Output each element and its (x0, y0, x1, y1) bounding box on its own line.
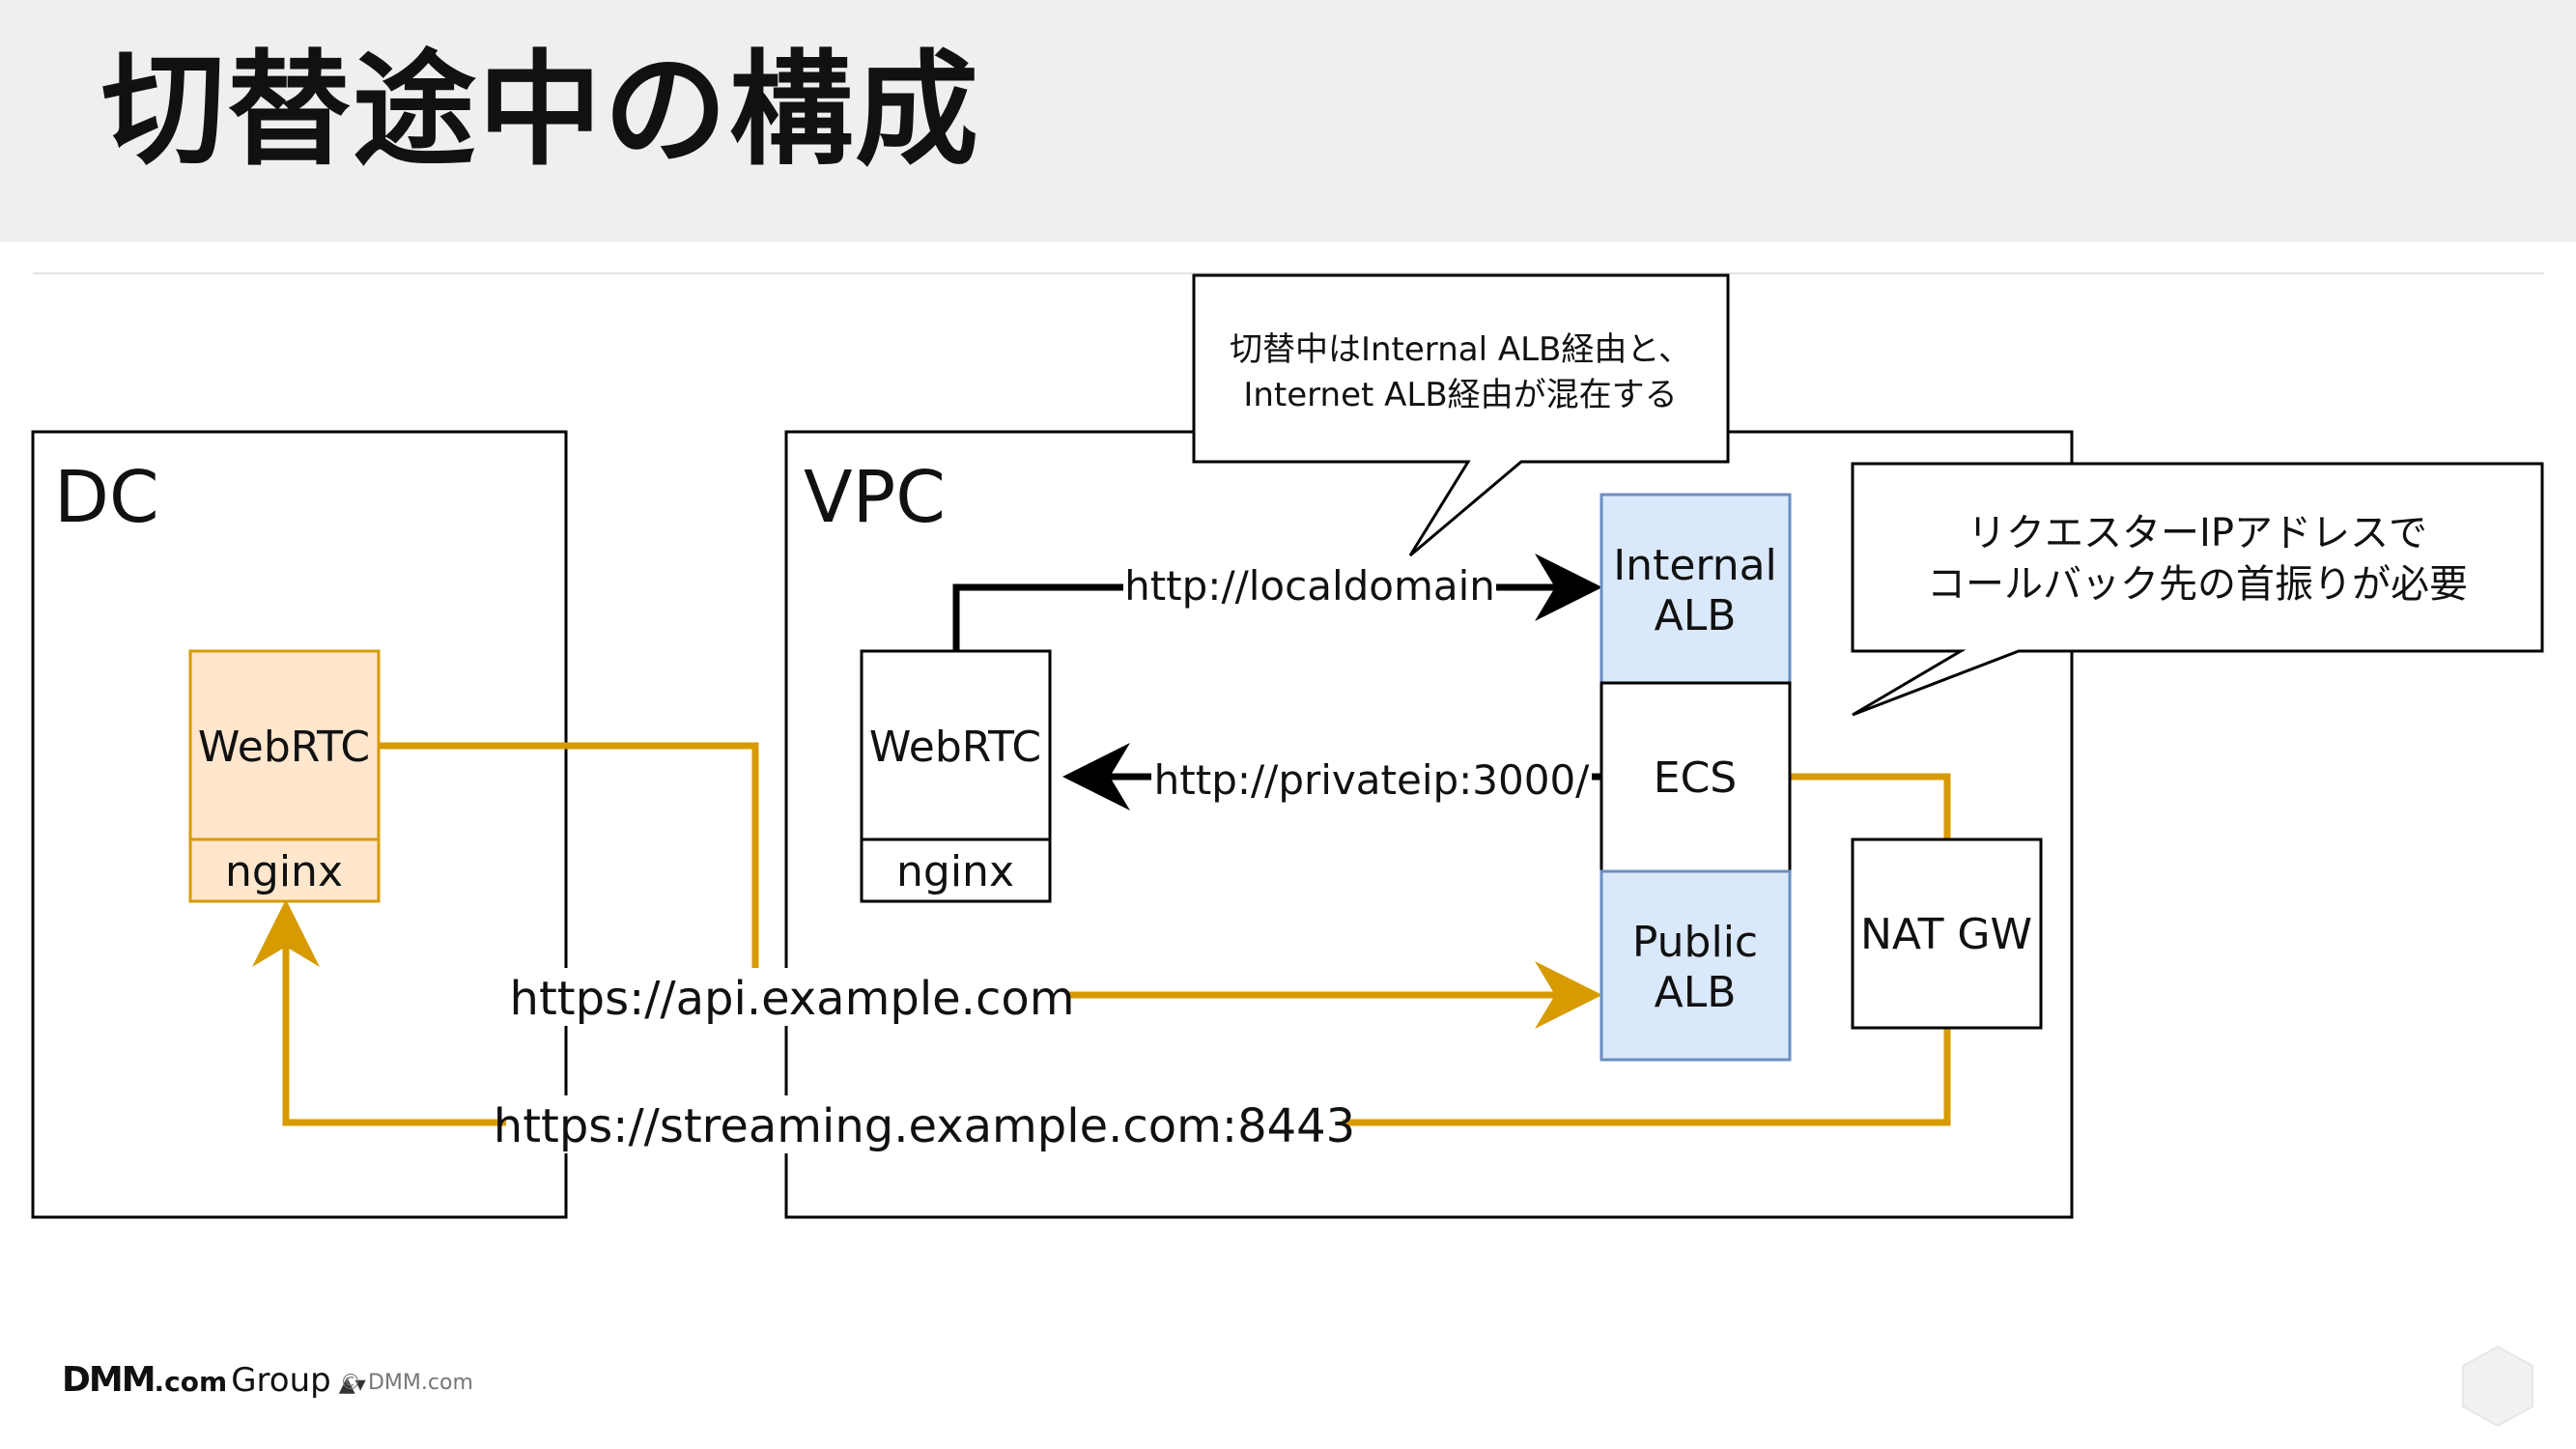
callout-callback-line1: リクエスターIPアドレスで (1967, 511, 2427, 555)
edge-api-line (379, 742, 1602, 1029)
internal-alb: Internal ALB (1599, 493, 1792, 685)
hexagon-icon (2462, 1345, 2534, 1428)
dc-webrtc-server: WebRTC nginx (188, 649, 381, 903)
nat-gateway: NAT GW (1851, 838, 2043, 1030)
callout-callback: リクエスターIPアドレスで コールバック先の首振りが必要 (1851, 462, 2544, 717)
edge-api-label-group: https://api.example.com (510, 968, 1075, 1026)
internal-alb-line1: Internal (1613, 541, 1777, 590)
dc-nginx-label: nginx (225, 847, 343, 896)
logo-group: Group (231, 1361, 331, 1400)
logo-domain: .com (154, 1366, 228, 1398)
slide-title: 切替途中の構成 (101, 39, 981, 183)
edge-privateip-label-group: http://privateip:3000/ (1151, 750, 1592, 804)
callout-callback-line2: コールバック先の首振りが必要 (1927, 562, 2468, 607)
public-alb: Public ALB (1599, 869, 1792, 1062)
public-alb-line2: ALB (1655, 968, 1737, 1017)
triangle-mark-icon: ▲▾ (338, 1373, 366, 1397)
vpc-webrtc-label: WebRTC (869, 723, 1041, 772)
dc-webrtc-label: WebRTC (198, 723, 370, 772)
callout-alb-mix-line2: Internet ALB経由が混在する (1243, 376, 1677, 414)
callout-alb-mix-line1: 切替中はInternal ALB経由と、 (1230, 330, 1691, 369)
vpc-label: VPC (804, 456, 946, 539)
callout-alb-mix: 切替中はInternal ALB経由と、 Internet ALB経由が混在する (1192, 273, 1730, 557)
edge-streaming-label: https://streaming.example.com:8443 (494, 1099, 1355, 1153)
dc-container: DC (31, 430, 568, 1219)
copyright-text: © DMM.com (340, 1371, 473, 1395)
nat-gw-label: NAT GW (1860, 910, 2032, 959)
vpc-webrtc-server: WebRTC nginx (860, 649, 1052, 903)
edge-localdomain-label-group: http://localdomain (1123, 560, 1496, 614)
ecs-label: ECS (1654, 753, 1737, 803)
edge-localdomain-label: http://localdomain (1124, 562, 1495, 610)
header-divider (33, 272, 2544, 274)
edge-privateip-label: http://privateip:3000/ (1154, 756, 1591, 804)
edge-streaming-line (252, 773, 1951, 1126)
public-alb-line1: Public (1632, 918, 1758, 967)
edge-api-label: https://api.example.com (510, 972, 1075, 1026)
dmm-group-logo: DMM .com Group ▲▾ (62, 1360, 366, 1400)
ecs: ECS (1599, 681, 1792, 873)
dc-label: DC (54, 456, 159, 539)
edge-streaming-label-group: https://streaming.example.com:8443 (494, 1095, 1355, 1153)
slide-header (0, 0, 2576, 242)
vpc-container: VPC (784, 430, 2074, 1219)
logo-brand: DMM (62, 1360, 156, 1400)
vpc-nginx-label: nginx (896, 847, 1014, 896)
internal-alb-line2: ALB (1655, 591, 1737, 640)
